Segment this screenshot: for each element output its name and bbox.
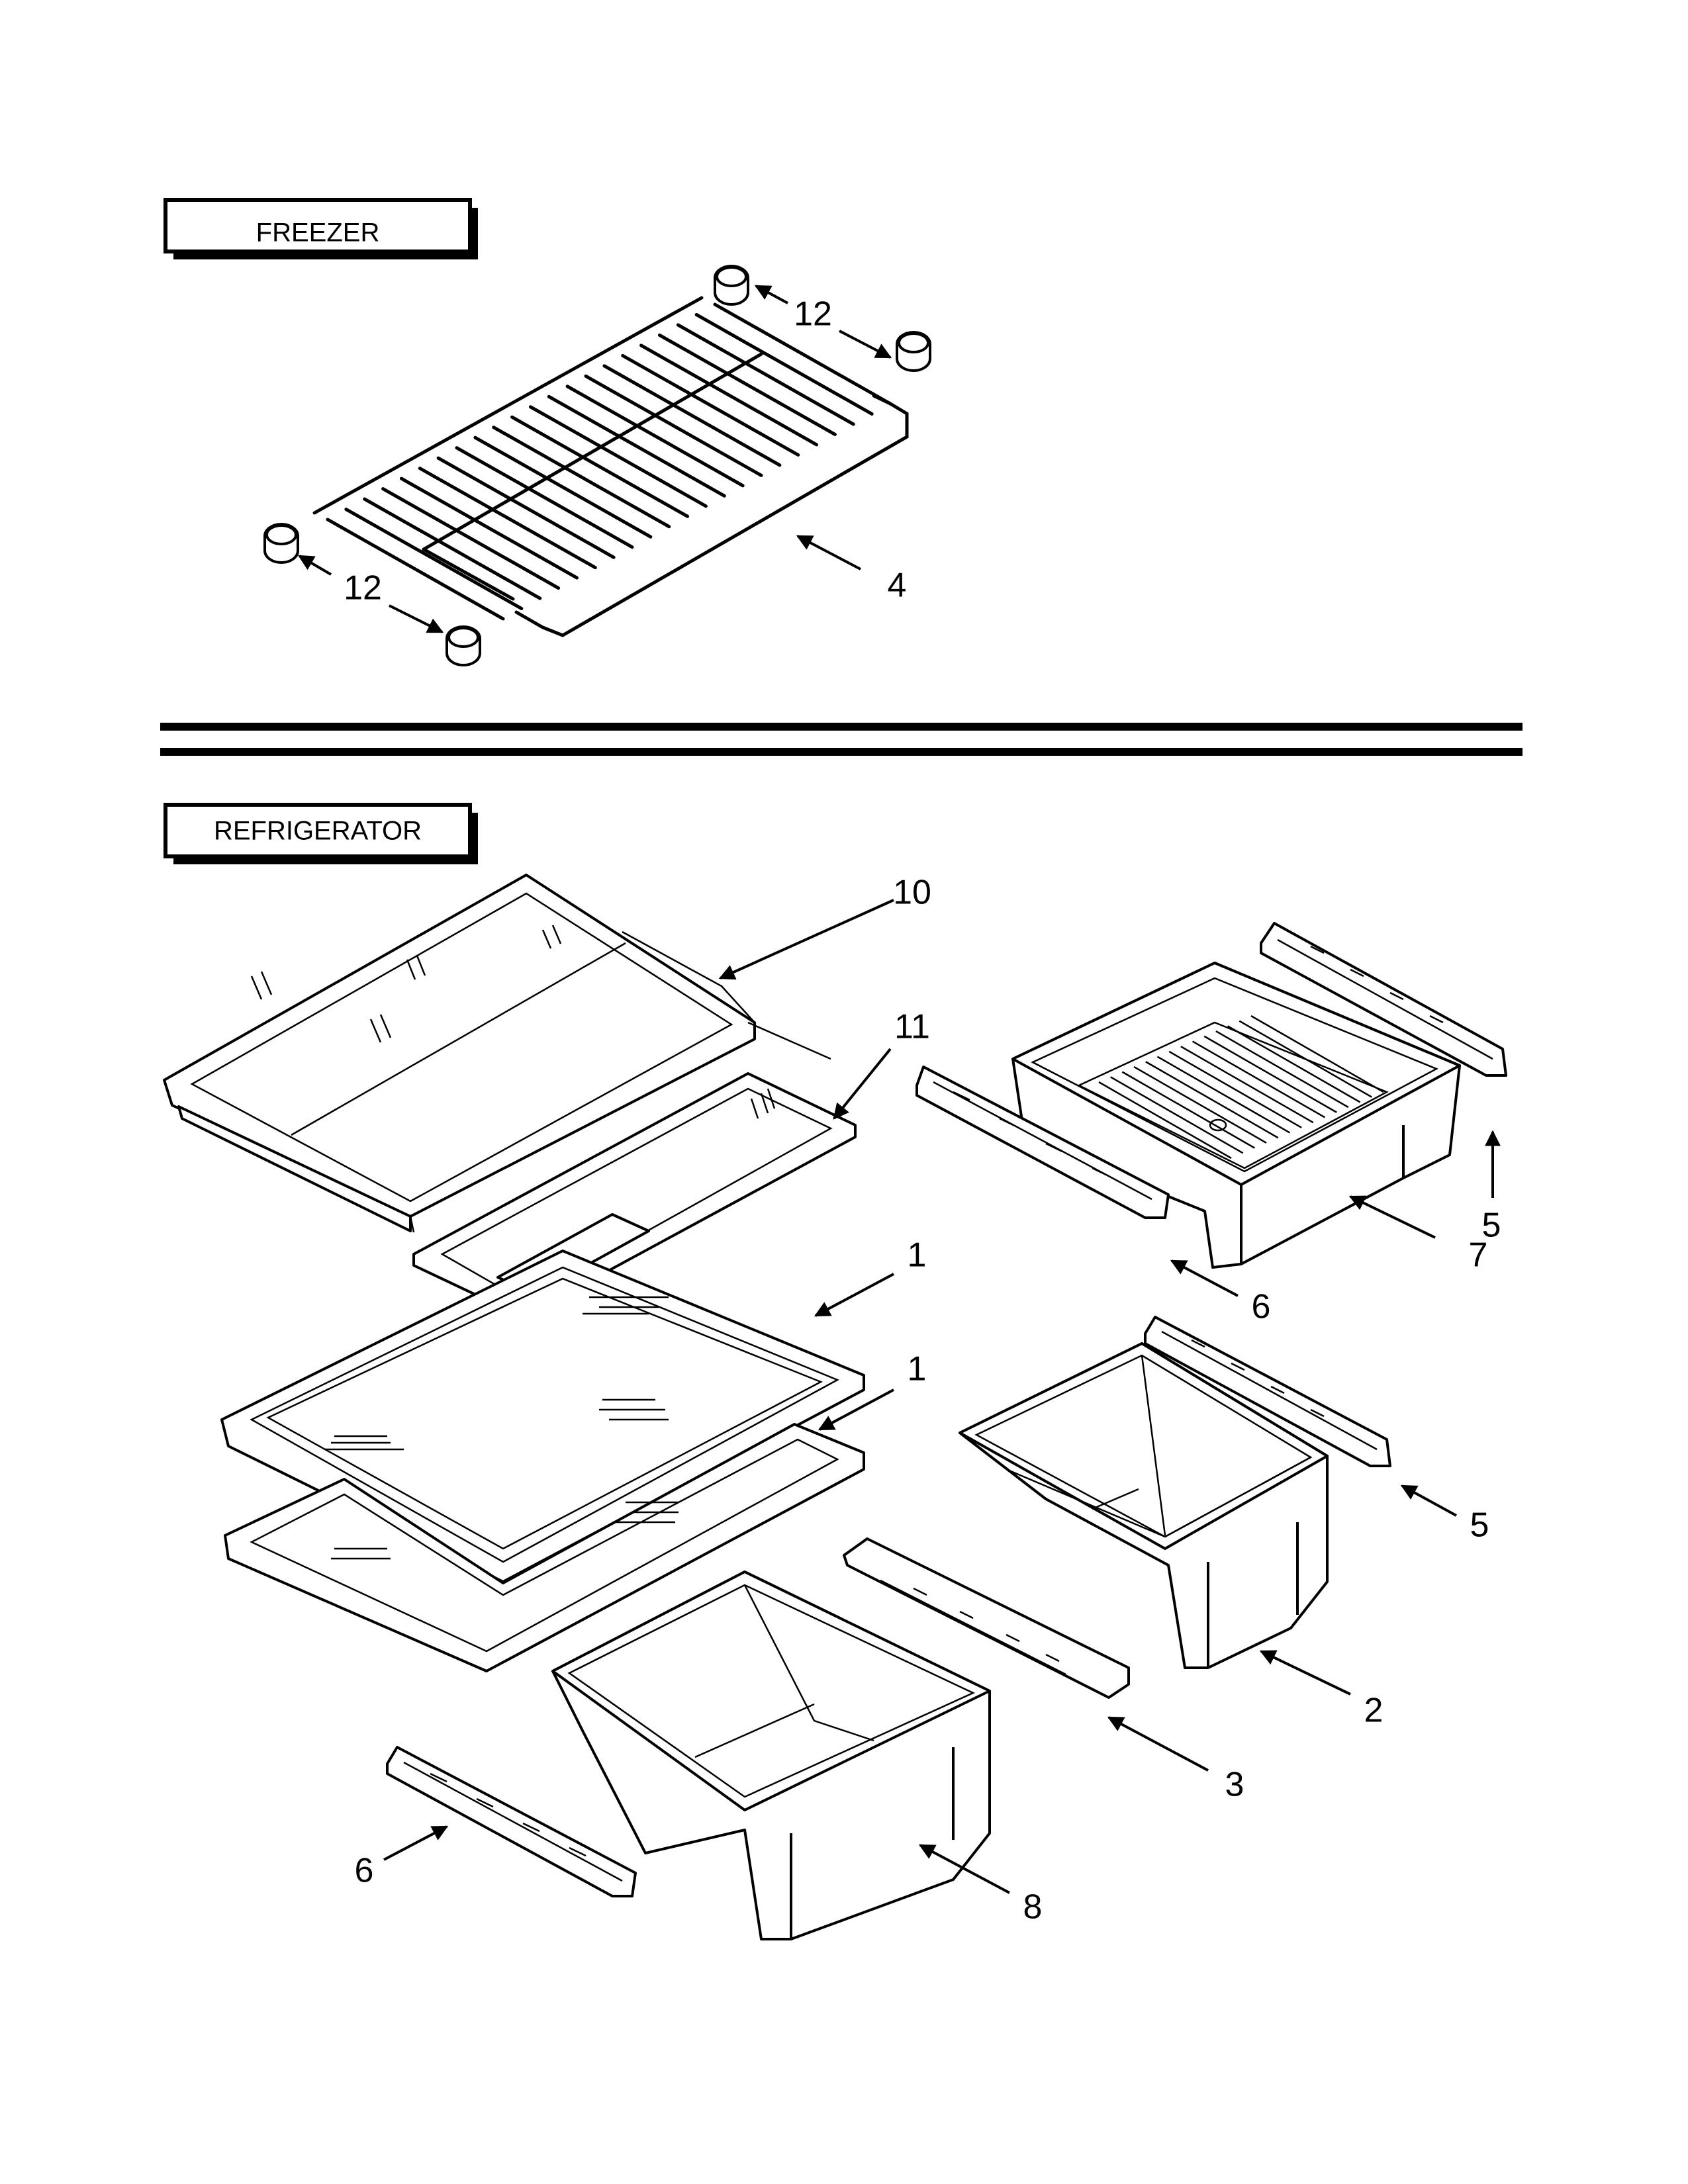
shelf-wire-rod bbox=[621, 353, 800, 457]
deli-drawer-rib bbox=[1168, 1050, 1302, 1128]
deli-drawer-rib bbox=[1203, 1035, 1337, 1113]
deli-drawer-rib bbox=[1250, 1015, 1384, 1093]
shelf-wire-rod bbox=[473, 435, 653, 539]
drawer-rail-bottom-left bbox=[386, 1746, 637, 1897]
callout-5-lower: 5 bbox=[1470, 1506, 1489, 1545]
shelf-end-cap-rear-left bbox=[714, 265, 749, 306]
shelf-wire-rod bbox=[565, 385, 745, 488]
callout-3: 3 bbox=[1225, 1766, 1244, 1804]
freezer-wire-shelf bbox=[312, 296, 909, 637]
shelf-wire-rod bbox=[436, 456, 616, 559]
shelf-wire-rod bbox=[492, 426, 671, 529]
shelf-end-cap-rear-right bbox=[896, 331, 931, 372]
callout-5-upper: 5 bbox=[1482, 1206, 1501, 1245]
shelf-wire-rod bbox=[344, 508, 524, 611]
shelf-wire-rod bbox=[381, 487, 561, 590]
callout-12-rear: 12 bbox=[794, 295, 832, 334]
deli-drawer-rib bbox=[1180, 1046, 1314, 1124]
shelf-wire-rod bbox=[528, 405, 708, 508]
deli-drawer-rib bbox=[1239, 1020, 1372, 1098]
shelf-wire-rod bbox=[510, 415, 690, 518]
shelf-wire-rod bbox=[657, 333, 837, 436]
drawer-rail-lower-right bbox=[1144, 1316, 1391, 1467]
section-divider-bottom bbox=[160, 748, 1523, 756]
crisper-drawer-bottom bbox=[551, 1570, 991, 1940]
callout-8: 8 bbox=[1023, 1888, 1043, 1927]
refrigerator-label: REFRIGERATOR bbox=[214, 817, 422, 846]
refrigerator-label-box: REFRIGERATOR bbox=[164, 803, 478, 864]
shelf-wire-rod bbox=[639, 343, 819, 447]
shelf-wire-rod bbox=[676, 323, 855, 426]
callout-1-upper: 1 bbox=[908, 1236, 927, 1275]
freezer-label-box: FREEZER bbox=[164, 198, 478, 259]
callout-4: 4 bbox=[888, 567, 907, 605]
deli-drawer-rib bbox=[1098, 1081, 1232, 1160]
deli-drawer-rib bbox=[1110, 1076, 1244, 1154]
shelf-wire-rod bbox=[547, 394, 726, 498]
callout-12-front: 12 bbox=[344, 569, 382, 608]
callout-1-lower: 1 bbox=[908, 1350, 927, 1388]
drawer-rail-upper-right bbox=[1260, 922, 1507, 1077]
shelf-end-cap-front-left bbox=[263, 523, 299, 564]
deli-drawer bbox=[1011, 962, 1461, 1269]
shelf-end-cap-front-right bbox=[445, 625, 481, 666]
deli-drawer-rib bbox=[1133, 1066, 1267, 1144]
deli-drawer-rib bbox=[1145, 1061, 1279, 1139]
shelf-wire-rod bbox=[713, 302, 892, 406]
glass-shelf-upper bbox=[220, 1250, 865, 1583]
freezer-label: FREEZER bbox=[256, 218, 380, 248]
section-divider-top bbox=[160, 723, 1523, 731]
crisper-cover bbox=[843, 1537, 1130, 1699]
deli-drawer-rib bbox=[1121, 1071, 1256, 1149]
shelf-wire-rod bbox=[694, 312, 874, 416]
deli-drawer-rib bbox=[1227, 1025, 1361, 1103]
crisper-drawer-right bbox=[959, 1342, 1329, 1669]
shelf-wire-rod bbox=[363, 497, 542, 600]
shelf-wire-rod bbox=[455, 446, 634, 549]
glass-shelf-lower bbox=[224, 1423, 865, 1672]
shelf-wire-rod bbox=[326, 518, 505, 621]
shelf-wire-rod bbox=[399, 477, 579, 580]
shelf-wire-rod bbox=[602, 364, 782, 467]
glass-shelf-cantilever bbox=[163, 874, 756, 1233]
shelf-wire-rod bbox=[584, 374, 763, 477]
callout-11: 11 bbox=[894, 1008, 930, 1046]
deli-drawer-rib bbox=[1156, 1056, 1291, 1134]
callout-6-bottom: 6 bbox=[355, 1852, 374, 1890]
deli-drawer-rib bbox=[1192, 1040, 1326, 1118]
callout-2: 2 bbox=[1364, 1692, 1383, 1730]
shelf-wire-rod bbox=[418, 467, 597, 570]
deli-drawer-rib bbox=[1215, 1030, 1349, 1109]
callout-10: 10 bbox=[893, 874, 931, 912]
drawer-rail-middle bbox=[915, 1066, 1170, 1219]
callout-6-middle: 6 bbox=[1252, 1288, 1271, 1326]
callout-7: 7 bbox=[1469, 1236, 1488, 1275]
